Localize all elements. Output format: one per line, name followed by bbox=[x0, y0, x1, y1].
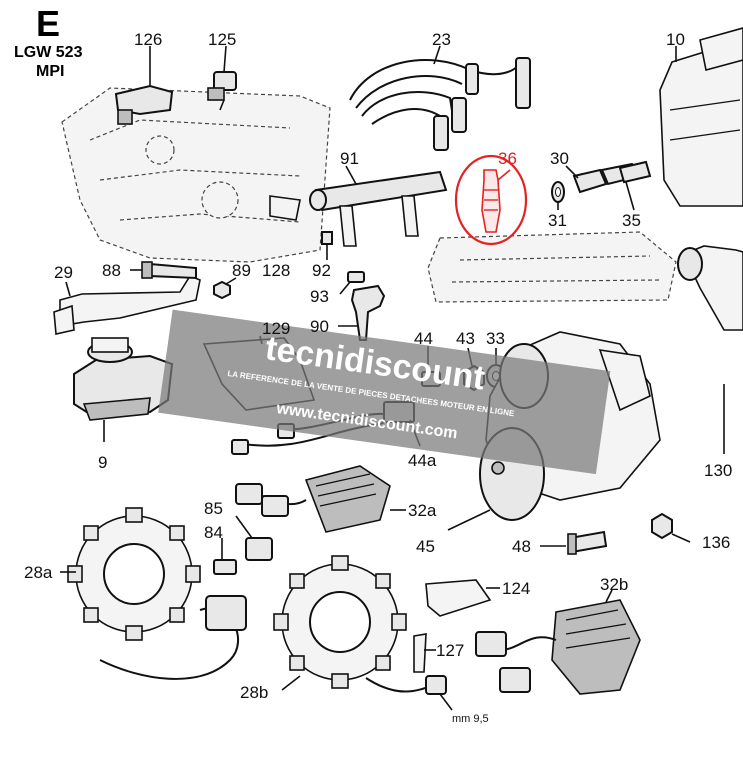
part-36-spark-plug[interactable] bbox=[454, 154, 528, 246]
callout-32b: 32b bbox=[600, 575, 628, 594]
watermark-band bbox=[158, 309, 611, 475]
callout-125: 125 bbox=[208, 30, 236, 49]
diagram-header: E LGW 523 MPI bbox=[14, 3, 83, 80]
part-130-flywheel-housing[interactable] bbox=[677, 245, 743, 454]
callout-48: 48 bbox=[512, 537, 531, 556]
part-28b-stator[interactable] bbox=[273, 555, 447, 695]
callout-93: 93 bbox=[310, 287, 329, 306]
part-90-injector[interactable] bbox=[338, 284, 386, 341]
callout-31: 31 bbox=[548, 211, 567, 230]
part-84-terminal[interactable] bbox=[213, 538, 237, 575]
valve-cover-outline bbox=[427, 231, 677, 303]
callout-10: 10 bbox=[666, 30, 685, 49]
part-23-ignition-cable-set[interactable] bbox=[349, 45, 531, 151]
part-35-coolant-fitting[interactable] bbox=[618, 160, 652, 211]
callout-128: 128 bbox=[262, 261, 290, 280]
section-letter: E bbox=[36, 3, 60, 44]
highlight-circle bbox=[454, 154, 528, 246]
callout-85: 85 bbox=[204, 499, 223, 518]
engine-block-outline bbox=[61, 87, 331, 263]
callout-124: 124 bbox=[502, 579, 530, 598]
callout-127: 127 bbox=[436, 641, 464, 660]
callout-30: 30 bbox=[550, 149, 569, 168]
callout-44a: 44a bbox=[408, 451, 437, 470]
part-91-fuel-rail[interactable] bbox=[269, 165, 448, 247]
part-92-screw[interactable] bbox=[321, 231, 333, 260]
callout-32a: 32a bbox=[408, 501, 437, 520]
callout-9: 9 bbox=[98, 453, 107, 472]
callout-labels: 126 125 23 10 36 30 31 35 91 29 88 89 12… bbox=[24, 30, 732, 725]
part-32b-voltage-regulator[interactable] bbox=[475, 589, 641, 695]
engine-model: LGW 523 bbox=[14, 44, 83, 61]
callout-129: 129 bbox=[262, 319, 290, 338]
part-125-pressure-sensor[interactable] bbox=[207, 45, 237, 111]
callout-43: 43 bbox=[456, 329, 475, 348]
part-28a-stator[interactable] bbox=[60, 507, 247, 680]
part-9-ignition-coil[interactable] bbox=[73, 337, 174, 442]
callout-45: 45 bbox=[416, 537, 435, 556]
watermark: tecnidiscount LA REFERENCE DE LA VENTE D… bbox=[158, 309, 611, 475]
callout-28a: 28a bbox=[24, 563, 53, 582]
callout-35: 35 bbox=[622, 211, 641, 230]
callout-84: 84 bbox=[204, 523, 223, 542]
part-85-connector[interactable] bbox=[235, 515, 273, 561]
callout-29: 29 bbox=[54, 263, 73, 282]
part-126-map-sensor[interactable] bbox=[114, 46, 174, 125]
part-88-bolt[interactable] bbox=[130, 261, 197, 280]
dimension-leader bbox=[439, 693, 453, 711]
callout-126: 126 bbox=[134, 30, 162, 49]
part-136-nut[interactable] bbox=[651, 512, 691, 543]
part-10-ecu[interactable] bbox=[659, 27, 743, 207]
part-48-bolt[interactable] bbox=[540, 530, 608, 555]
callout-28b: 28b bbox=[240, 683, 268, 702]
callout-92: 92 bbox=[312, 261, 331, 280]
part-89-nut[interactable] bbox=[213, 277, 237, 300]
callout-88: 88 bbox=[102, 261, 121, 280]
callout-90: 90 bbox=[310, 317, 329, 336]
part-124-bracket[interactable] bbox=[425, 579, 500, 617]
callout-44: 44 bbox=[414, 329, 433, 348]
callout-130: 130 bbox=[704, 461, 732, 480]
part-93-injector-clip[interactable] bbox=[339, 271, 365, 295]
callout-136: 136 bbox=[702, 533, 730, 552]
part-31-sealing-washer[interactable] bbox=[551, 181, 565, 210]
callout-33: 33 bbox=[486, 329, 505, 348]
part-29-bracket[interactable] bbox=[53, 275, 201, 335]
callout-91: 91 bbox=[340, 149, 359, 168]
callout-89: 89 bbox=[232, 261, 251, 280]
callout-36: 36 bbox=[498, 149, 517, 168]
dimension-note: mm 9,5 bbox=[452, 713, 489, 725]
part-32a-voltage-regulator[interactable] bbox=[235, 465, 406, 533]
part-127-clip[interactable] bbox=[413, 633, 436, 673]
engine-variant: MPI bbox=[36, 63, 64, 80]
callout-23: 23 bbox=[432, 30, 451, 49]
